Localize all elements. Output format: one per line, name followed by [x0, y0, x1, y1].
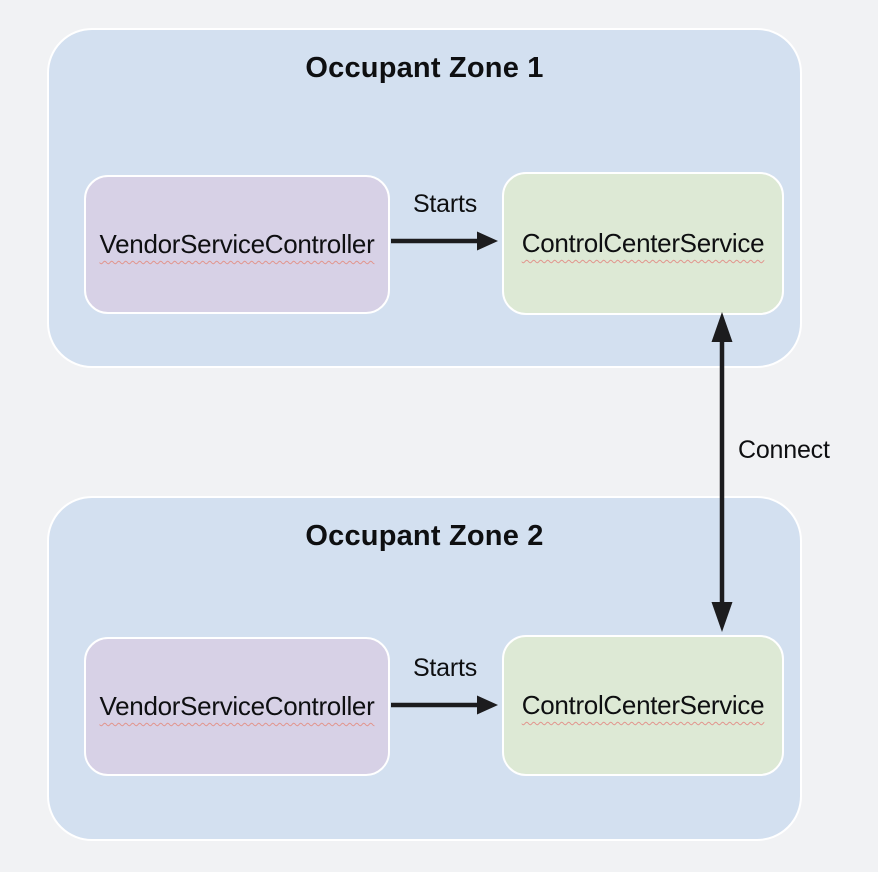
- occupant-zone-1: Occupant Zone 1 VendorServiceController …: [47, 28, 802, 368]
- control-center-service-label: ControlCenterService: [521, 690, 765, 720]
- starts-arrow-zone-1: [391, 231, 498, 251]
- control-center-service-node-zone-1: ControlCenterService: [502, 172, 784, 315]
- vendor-service-controller-label: VendorServiceController: [99, 229, 375, 259]
- vendor-service-controller-node-zone-2: VendorServiceController: [84, 637, 390, 776]
- starts-edge-label-zone-2: Starts: [412, 654, 478, 682]
- vendor-service-controller-label: VendorServiceController: [99, 691, 375, 721]
- starts-edge-label-zone-1: Starts: [412, 190, 478, 218]
- control-center-service-label: ControlCenterService: [521, 228, 765, 258]
- zone-2-title: Occupant Zone 2: [305, 520, 544, 552]
- starts-arrow-zone-2: [391, 695, 498, 715]
- control-center-service-node-zone-2: ControlCenterService: [502, 635, 784, 776]
- connect-edge-label: Connect: [738, 436, 830, 464]
- zone-1-title: Occupant Zone 1: [305, 52, 544, 84]
- vendor-service-controller-node-zone-1: VendorServiceController: [84, 175, 390, 314]
- connect-double-arrow: [711, 312, 733, 632]
- occupant-zone-2: Occupant Zone 2 VendorServiceController …: [47, 496, 802, 841]
